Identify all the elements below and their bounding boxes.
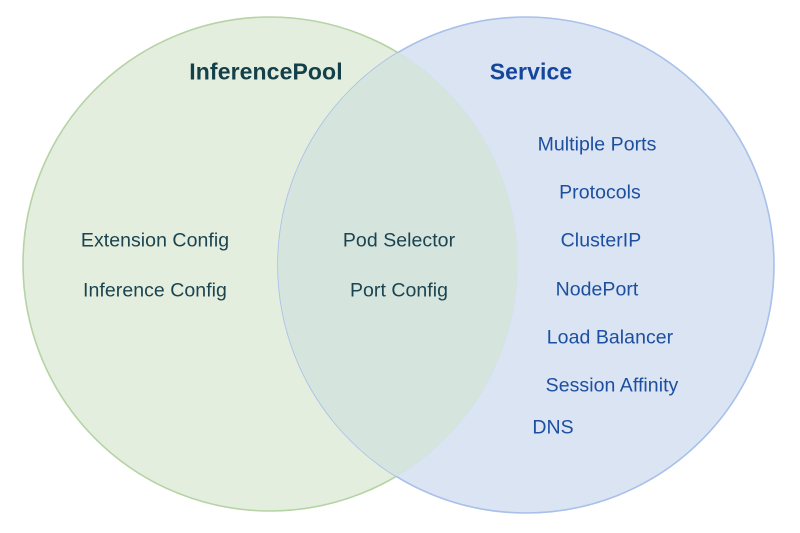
right-set-item: Protocols xyxy=(559,181,641,204)
right-set-item: Load Balancer xyxy=(546,326,674,349)
intersection-region xyxy=(278,17,517,511)
left-set-item: Inference Config xyxy=(83,279,227,302)
right-set-item: Multiple Ports xyxy=(537,133,657,156)
left-set-title: InferencePool xyxy=(189,58,343,85)
intersection-item: Pod Selector xyxy=(342,229,456,252)
right-set-title: Service xyxy=(489,58,573,85)
intersection-item: Port Config xyxy=(349,279,449,302)
left-set-item: Extension Config xyxy=(80,229,230,252)
right-set-item: DNS xyxy=(532,416,574,439)
right-set-item: Session Affinity xyxy=(545,374,679,397)
right-set-item: NodePort xyxy=(555,278,639,301)
right-set-item: ClusterIP xyxy=(560,229,642,252)
